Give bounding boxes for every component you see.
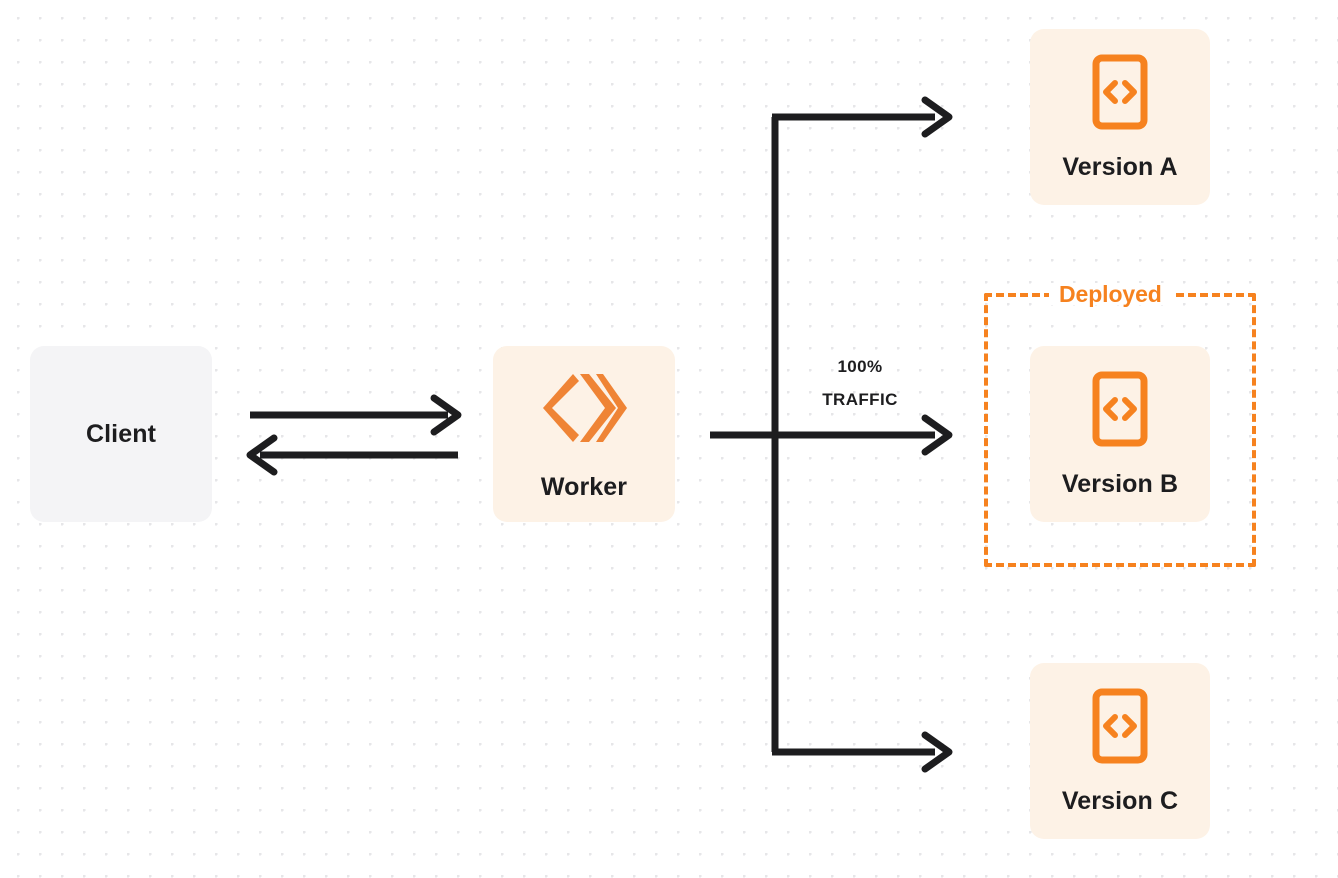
arrow-worker-to-client (246, 434, 458, 476)
traffic-label: 100% TRAFFIC (790, 350, 930, 416)
node-version-a-label: Version A (1062, 153, 1178, 181)
code-brackets-icon (1092, 54, 1148, 135)
traffic-word: TRAFFIC (822, 390, 898, 410)
node-version-b[interactable]: Version B (1030, 346, 1210, 522)
arrow-worker-to-version-c (772, 731, 953, 773)
node-version-c[interactable]: Version C (1030, 663, 1210, 839)
code-brackets-icon (1092, 371, 1148, 452)
arrow-worker-to-version-b (710, 414, 953, 456)
arrow-worker-to-version-a (772, 96, 953, 138)
arrow-client-to-worker (250, 394, 462, 436)
code-brackets-icon (1092, 688, 1148, 769)
deployed-label: Deployed (1049, 283, 1172, 306)
node-version-b-label: Version B (1061, 470, 1179, 498)
node-worker-label: Worker (540, 473, 628, 501)
node-client[interactable]: Client (30, 346, 212, 522)
node-version-c-label: Version C (1061, 787, 1179, 815)
node-worker[interactable]: Worker (493, 346, 675, 522)
node-version-a[interactable]: Version A (1030, 29, 1210, 205)
cloudflare-workers-logo-icon (541, 368, 627, 453)
traffic-percent: 100% (837, 357, 883, 376)
node-client-label: Client (85, 419, 157, 448)
